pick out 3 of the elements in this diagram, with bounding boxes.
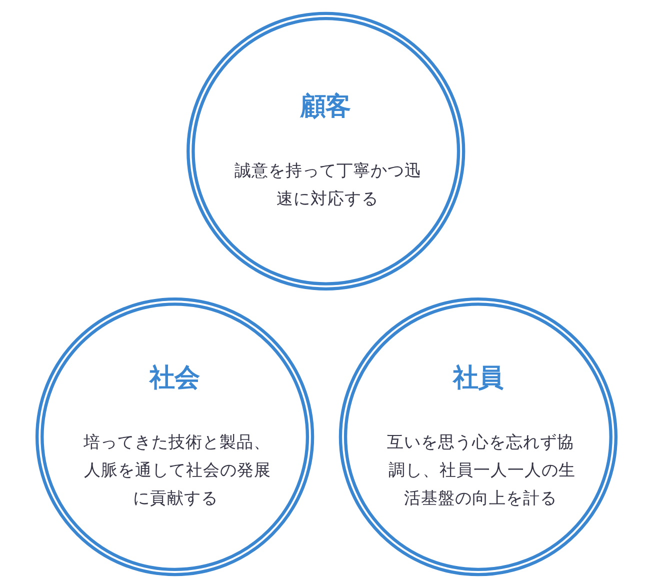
node-circle: 社会 培ってきた技術と製品、人脈を通して社会の発展に貢献する <box>36 298 314 576</box>
node-circle: 社員 互いを思う心を忘れず協調し、社員一人一人の生活基盤の向上を計る <box>338 298 618 576</box>
node-circle: 顧客 誠意を持って丁寧かつ迅速に対応する <box>186 12 466 290</box>
